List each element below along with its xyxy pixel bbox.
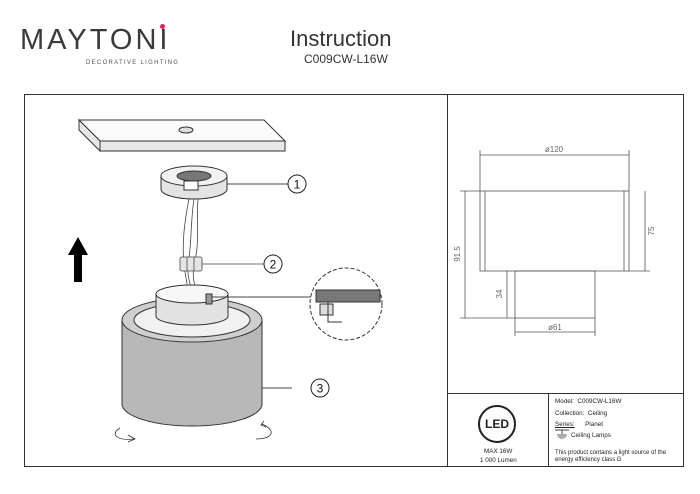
wire-connector (179, 198, 264, 295)
lamp-outline-body (479, 190, 630, 272)
logo-accent-dot (160, 24, 165, 29)
svg-text:1: 1 (294, 178, 301, 192)
assembly-illustration: 1 2 3 (68, 118, 383, 443)
led-lumen: 1 000 Lumen (480, 457, 517, 464)
rotate-right-icon (255, 420, 272, 440)
model-code: C009CW-L16W (304, 52, 388, 66)
dim-bottom-diameter: ø61 (548, 323, 562, 332)
callout-1: 1 (287, 174, 307, 194)
drawing-frame (24, 94, 684, 467)
frame-divider-horizontal (447, 393, 684, 394)
svg-text:3: 3 (317, 382, 324, 396)
brand-tagline: DECORATIVE LIGHTING (86, 60, 180, 66)
brand-logo: MAYTONI (20, 26, 170, 55)
spec-type: Ceiling Lamps (571, 432, 611, 439)
spec-collection: Collection: Ceiling (555, 410, 608, 417)
frame-divider-vertical (447, 94, 448, 467)
mounting-ring (160, 165, 288, 200)
callout-2: 2 (263, 254, 283, 274)
dim-body-height: 75 (647, 226, 656, 235)
mounting-plate (77, 118, 287, 153)
brand-name: MAYTONI (20, 24, 171, 56)
callout-3: 3 (310, 378, 330, 398)
dim-lower-height: 34 (495, 289, 504, 298)
energy-note-line-1: This product contains a light source of … (555, 450, 667, 456)
page-title: Instruction (290, 26, 392, 51)
up-arrow-icon (68, 237, 88, 282)
spec-series: Series: Planet (555, 421, 603, 428)
led-icon: LED (478, 405, 516, 443)
spec-model: Model: C009CW-L16W (555, 398, 622, 405)
dim-top-diameter: ø120 (545, 145, 564, 154)
lamp-outline-base (514, 270, 596, 319)
rotate-left-icon (114, 427, 136, 443)
svg-text:2: 2 (270, 258, 277, 272)
energy-note-line-2: energy efficiency class G (555, 457, 622, 463)
dimension-drawing: ø120 ø61 91.5 75 34 (453, 145, 656, 336)
detail-magnifier (309, 267, 383, 341)
dim-total-height: 91.5 (453, 246, 462, 262)
led-max-power: MAX 16W (484, 448, 513, 455)
led-label: LED (485, 417, 509, 431)
lamp-body (121, 284, 317, 427)
info-divider (548, 393, 549, 467)
ceiling-lamp-icon (555, 429, 569, 439)
